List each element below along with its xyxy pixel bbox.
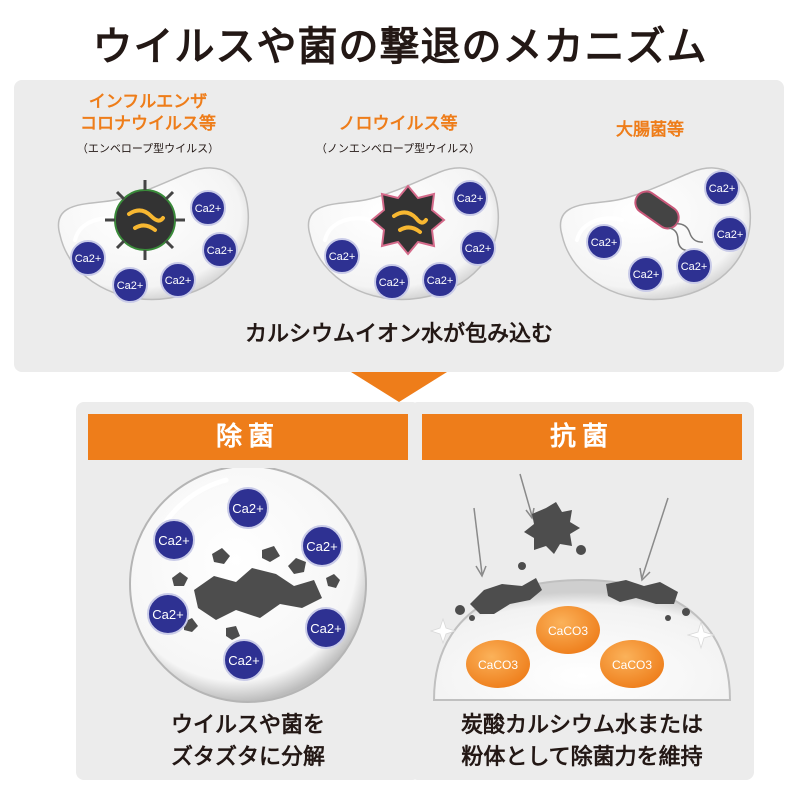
calcium-ion: Ca2+ xyxy=(705,171,739,205)
sterilize-caption: ウイルスや菌を ズタズタに分解 xyxy=(76,710,420,774)
calcium-ion: Ca2+ xyxy=(161,263,195,297)
calcium-ion: Ca2+ xyxy=(306,608,346,648)
svg-text:Ca2+: Ca2+ xyxy=(232,501,263,516)
svg-text:Ca2+: Ca2+ xyxy=(427,275,454,287)
calcium-ion: Ca2+ xyxy=(453,181,487,215)
calcium-ion: Ca2+ xyxy=(191,191,225,225)
svg-text:Ca2+: Ca2+ xyxy=(717,229,744,241)
svg-text:Ca2+: Ca2+ xyxy=(633,269,660,281)
svg-text:Ca2+: Ca2+ xyxy=(195,203,222,215)
calcium-carbonate-particle: CaCO3 xyxy=(536,606,600,654)
sterilize-heading: 除菌 xyxy=(88,414,408,460)
calcium-ion: Ca2+ xyxy=(203,233,237,267)
virus-icon xyxy=(105,180,185,260)
svg-text:Ca2+: Ca2+ xyxy=(75,253,102,265)
svg-text:Ca2+: Ca2+ xyxy=(465,243,492,255)
calcium-ion: Ca2+ xyxy=(677,249,711,283)
droplet-illustration: Ca2+ Ca2+ Ca2+ Ca2+ Ca2+ xyxy=(270,80,526,310)
svg-text:Ca2+: Ca2+ xyxy=(681,261,708,273)
cell-enveloped-virus: インフルエンザ コロナウイルス等 （エンベロープ型ウイルス） xyxy=(20,80,276,280)
caption-line: 炭酸カルシウム水または xyxy=(410,710,754,742)
caption-line: 粉体として除菌力を維持 xyxy=(410,742,754,774)
svg-text:Ca2+: Ca2+ xyxy=(591,237,618,249)
svg-text:CaCO3: CaCO3 xyxy=(478,658,518,672)
calcium-carbonate-particle: CaCO3 xyxy=(466,640,530,688)
cell-bacteria: 大腸菌等 Ca2+ Ca2+ Ca2+ Ca2+ Ca2+ xyxy=(522,80,778,280)
sterilize-illustration: Ca2+ Ca2+ Ca2+ Ca2+ Ca2+ Ca2+ xyxy=(76,468,420,708)
antibacterial-panel: 抗菌 xyxy=(410,402,754,780)
calcium-ion: Ca2+ xyxy=(375,265,409,299)
calcium-ion: Ca2+ xyxy=(71,241,105,275)
calcium-ion: Ca2+ xyxy=(629,257,663,291)
calcium-ion: Ca2+ xyxy=(224,640,264,680)
caption-line: ウイルスや菌を xyxy=(76,710,420,742)
encapsulation-caption: カルシウムイオン水が包み込む xyxy=(14,316,784,348)
calcium-ion: Ca2+ xyxy=(587,225,621,259)
antibacterial-caption: 炭酸カルシウム水または 粉体として除菌力を維持 xyxy=(410,710,754,774)
calcium-ion: Ca2+ xyxy=(148,594,188,634)
svg-text:Ca2+: Ca2+ xyxy=(228,653,259,668)
droplet-illustration: Ca2+ Ca2+ Ca2+ Ca2+ Ca2+ xyxy=(522,80,778,310)
svg-text:Ca2+: Ca2+ xyxy=(310,621,341,636)
svg-text:Ca2+: Ca2+ xyxy=(709,183,736,195)
svg-text:Ca2+: Ca2+ xyxy=(379,277,406,289)
svg-text:Ca2+: Ca2+ xyxy=(457,193,484,205)
caption-line: ズタズタに分解 xyxy=(76,742,420,774)
virus-icon xyxy=(372,186,444,254)
svg-text:Ca2+: Ca2+ xyxy=(117,280,144,292)
calcium-ion: Ca2+ xyxy=(325,239,359,273)
page-title: ウイルスや菌の撃退のメカニズム xyxy=(0,14,800,72)
cell-non-enveloped-virus: ノロウイルス等 （ノンエンベロープ型ウイルス） Ca2+ Ca2+ Ca2+ C… xyxy=(270,80,526,280)
calcium-ion: Ca2+ xyxy=(461,231,495,265)
down-arrow-icon xyxy=(351,372,447,402)
calcium-ion: Ca2+ xyxy=(423,263,457,297)
calcium-ion: Ca2+ xyxy=(228,488,268,528)
svg-text:CaCO3: CaCO3 xyxy=(548,624,588,638)
antibacterial-illustration: CaCO3 CaCO3 CaCO3 xyxy=(410,468,754,708)
antibacterial-heading: 抗菌 xyxy=(422,414,742,460)
svg-text:Ca2+: Ca2+ xyxy=(152,607,183,622)
svg-text:Ca2+: Ca2+ xyxy=(329,251,356,263)
svg-text:CaCO3: CaCO3 xyxy=(612,658,652,672)
calcium-ion: Ca2+ xyxy=(302,526,342,566)
droplet-illustration: Ca2+ Ca2+ Ca2+ Ca2+ Ca2+ xyxy=(20,80,276,310)
sterilize-panel: 除菌 Ca2+ Ca2+ Ca2+ Ca2+ Ca2+ Ca2+ xyxy=(76,402,420,780)
svg-text:Ca2+: Ca2+ xyxy=(306,539,337,554)
calcium-carbonate-particle: CaCO3 xyxy=(600,640,664,688)
calcium-ion: Ca2+ xyxy=(713,217,747,251)
calcium-ion: Ca2+ xyxy=(154,520,194,560)
encapsulation-panel: インフルエンザ コロナウイルス等 （エンベロープ型ウイルス） xyxy=(14,80,784,372)
svg-text:Ca2+: Ca2+ xyxy=(207,245,234,257)
calcium-ion: Ca2+ xyxy=(113,268,147,302)
svg-text:Ca2+: Ca2+ xyxy=(158,533,189,548)
bacteria-icon xyxy=(524,502,580,554)
svg-text:Ca2+: Ca2+ xyxy=(165,275,192,287)
